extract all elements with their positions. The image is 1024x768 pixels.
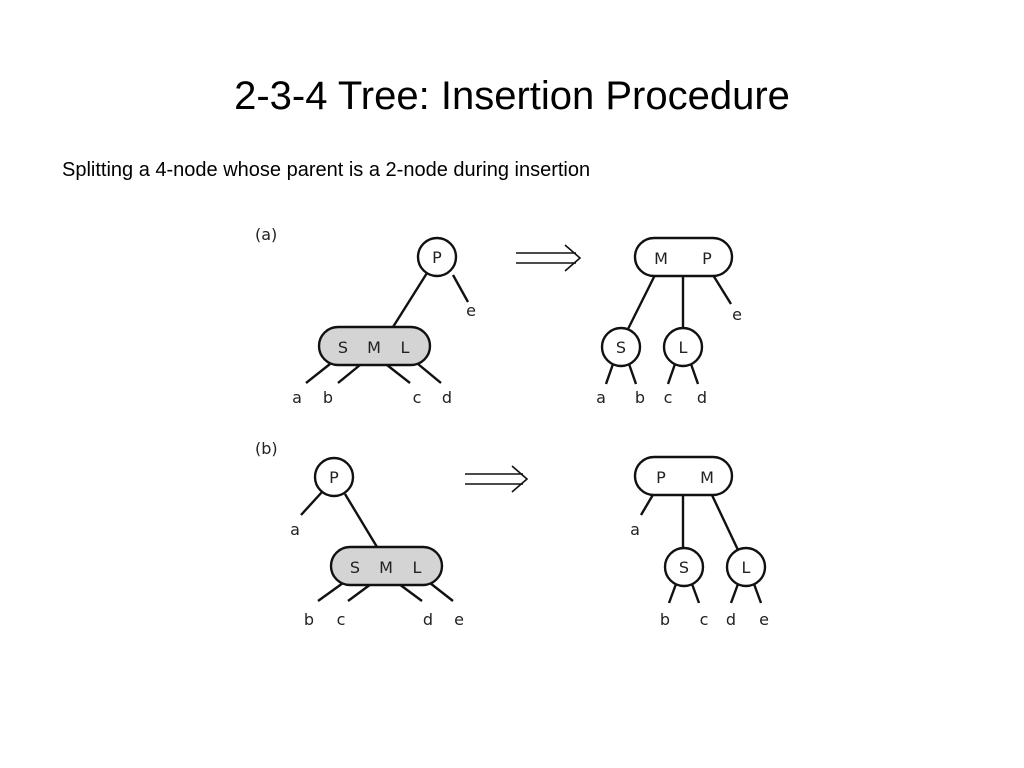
child-label: c	[664, 388, 673, 407]
child-label: d	[697, 388, 707, 407]
child-label: b	[304, 610, 314, 629]
child-label: b	[323, 388, 333, 407]
child-label: d	[726, 610, 736, 629]
slide-subtitle: Splitting a 4-node whose parent is a 2-n…	[62, 159, 591, 181]
part-b-label: (b)	[255, 439, 278, 458]
edge	[729, 583, 740, 604]
node-key: S	[350, 558, 360, 577]
node-key: M	[700, 468, 714, 487]
edge	[417, 363, 442, 384]
edge	[666, 363, 677, 385]
child-label: c	[700, 610, 709, 629]
edge	[347, 583, 372, 602]
child-label: e	[454, 610, 464, 629]
node-key: M	[379, 558, 393, 577]
three-node	[633, 455, 734, 497]
node-key: S	[679, 558, 689, 577]
child-label: a	[292, 388, 302, 407]
part-a-label: (a)	[255, 225, 277, 244]
node-key: L	[679, 338, 688, 357]
left-node	[600, 326, 642, 368]
child-label: b	[635, 388, 645, 407]
edge	[398, 583, 423, 602]
node-key: L	[413, 558, 422, 577]
four-node	[329, 545, 444, 587]
parent-node	[416, 236, 458, 278]
node-key: S	[338, 338, 348, 357]
edge	[627, 363, 638, 385]
part-a: (a) P e S M L a b c d	[255, 225, 742, 407]
four-node	[317, 325, 432, 367]
part-a-after-tree: M P e S L a b c d	[596, 236, 742, 407]
edge	[690, 583, 701, 604]
edge	[752, 583, 763, 604]
node-key: P	[702, 249, 712, 268]
child-label: d	[442, 388, 452, 407]
edge	[386, 364, 411, 384]
child-label: c	[413, 388, 422, 407]
child-label: e	[759, 610, 769, 629]
edge	[639, 492, 656, 516]
edge	[300, 491, 323, 516]
edge	[451, 274, 470, 303]
slide-title: 2-3-4 Tree: Insertion Procedure	[234, 74, 790, 118]
parent-key: P	[432, 248, 442, 267]
child-label: c	[337, 610, 346, 629]
edge	[337, 364, 361, 384]
left-node	[663, 546, 705, 588]
edge	[709, 492, 740, 551]
child-label: e	[466, 301, 476, 320]
child-label: a	[290, 520, 300, 539]
node-key: S	[616, 338, 626, 357]
node-key: L	[401, 338, 410, 357]
edge	[429, 582, 454, 602]
part-b-before-tree: P a S M L b c d e	[290, 456, 464, 629]
part-a-before-tree: P e S M L a b c d	[292, 236, 476, 407]
edge	[711, 274, 733, 305]
node-key: M	[367, 338, 381, 357]
edge	[667, 583, 678, 604]
transform-arrow	[465, 465, 529, 493]
child-label: d	[423, 610, 433, 629]
edge	[604, 363, 615, 385]
edge	[305, 363, 331, 384]
node-key: P	[656, 468, 666, 487]
edge	[317, 582, 344, 602]
edge	[626, 274, 657, 330]
child-label: a	[596, 388, 606, 407]
part-b-after-tree: P M a S L b c d e	[630, 455, 769, 629]
right-node	[662, 326, 704, 368]
transform-arrow	[516, 244, 582, 272]
edge	[343, 493, 379, 548]
edge	[391, 272, 429, 328]
right-node	[725, 546, 767, 588]
child-label: a	[630, 520, 640, 539]
part-b: (b) P a S M L b c d e	[255, 439, 769, 629]
parent-key: P	[329, 468, 339, 487]
edge	[689, 363, 700, 385]
child-label: b	[660, 610, 670, 629]
node-key: L	[742, 558, 751, 577]
node-key: M	[654, 249, 668, 268]
three-node	[633, 236, 734, 278]
child-label: e	[732, 305, 742, 324]
parent-node	[313, 456, 355, 498]
